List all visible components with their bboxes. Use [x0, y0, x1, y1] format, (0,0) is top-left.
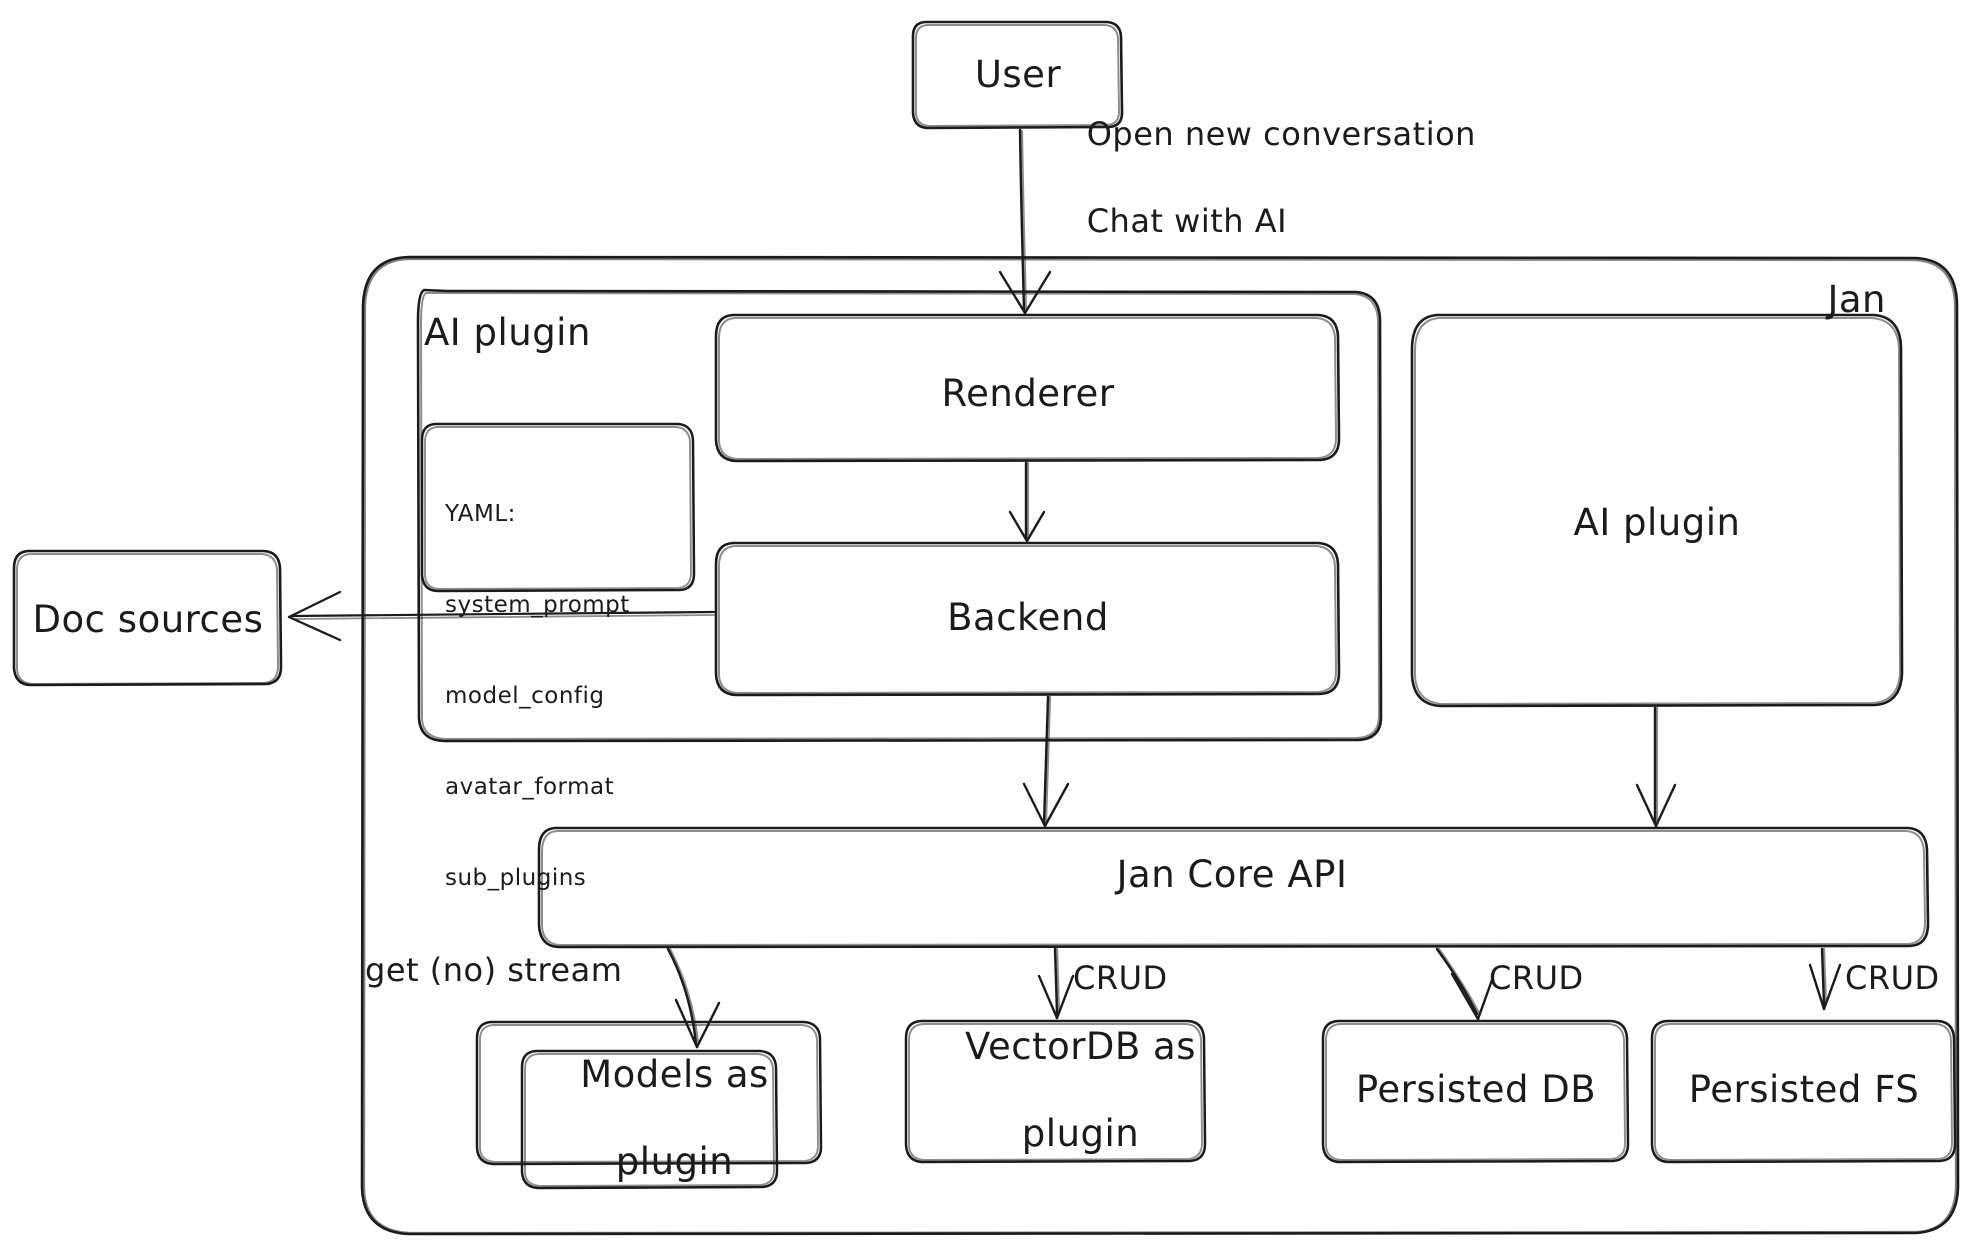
container-label-jan: Jan	[1827, 277, 1886, 321]
node-backend-shape[interactable]	[714, 541, 1341, 697]
node-models-as-plugin-shape[interactable]	[520, 1049, 779, 1190]
node-label-ai-plugin: AI plugin	[1573, 500, 1741, 544]
node-persisted-db-shape[interactable]	[1321, 1019, 1630, 1164]
node-label-vectordb-as-plugin: VectorDB as plugin	[916, 981, 1196, 1199]
node-yaml-card-shape[interactable]	[420, 422, 696, 593]
vectordb-label-line2: plugin	[1021, 1111, 1140, 1155]
node-vectordb-as-plugin-shape[interactable]	[904, 1019, 1207, 1164]
edge-core-to-persisted-fs[interactable]	[1808, 947, 1842, 1011]
node-label-renderer: Renderer	[941, 371, 1115, 415]
edge-core-to-vectordb[interactable]	[1037, 947, 1075, 1020]
node-label-backend: Backend	[947, 595, 1109, 639]
edge-core-to-models[interactable]	[666, 947, 721, 1049]
yaml-item-model-config: model_config	[445, 682, 605, 709]
node-label-persisted-fs: Persisted FS	[1688, 1067, 1920, 1111]
node-user-shape[interactable]	[911, 20, 1124, 130]
node-models-wrapper-shape[interactable]	[475, 1020, 823, 1166]
edge-label-line2: Chat with AI	[1086, 201, 1288, 240]
container-label-ai-plugin-group: AI plugin	[424, 310, 591, 354]
yaml-card-text: YAML: system_prompt model_config avatar_…	[445, 438, 630, 954]
models-label-line2: plugin	[615, 1139, 734, 1183]
node-label-persisted-db: Persisted DB	[1355, 1067, 1597, 1111]
edge-label-user-to-renderer: Open new conversation Chat with AI	[1044, 70, 1476, 286]
node-label-jan-core-api: Jan Core API	[1116, 852, 1348, 896]
edge-label-line1: Open new conversation	[1086, 115, 1476, 154]
models-label-line1: Models as	[580, 1052, 769, 1096]
edge-backend-to-doc-sources[interactable]	[287, 590, 716, 642]
vectordb-label-line1: VectorDB as	[965, 1024, 1197, 1068]
node-label-models-as-plugin: Models as plugin	[531, 1009, 769, 1227]
edge-label-core-to-models: get (no) stream	[365, 951, 623, 989]
node-label-doc-sources: Doc sources	[32, 597, 264, 641]
node-persisted-fs-shape[interactable]	[1650, 1019, 1957, 1164]
node-label-user: User	[974, 52, 1062, 96]
node-ai-plugin-shape[interactable]	[1410, 313, 1904, 708]
node-renderer-shape[interactable]	[714, 313, 1341, 463]
edge-label-core-to-persisted-fs: CRUD	[1845, 959, 1940, 997]
node-jan-core-api-shape[interactable]	[537, 826, 1930, 949]
container-ai-plugin-group-shape[interactable]	[416, 288, 1383, 743]
edge-user-to-renderer[interactable]	[998, 128, 1052, 315]
edge-label-core-to-vectordb: CRUD	[1073, 959, 1168, 997]
yaml-item-avatar-format: avatar_format	[445, 773, 615, 800]
yaml-heading: YAML:	[445, 500, 516, 527]
edge-ai-plugin-to-core[interactable]	[1635, 706, 1677, 828]
container-jan-shape[interactable]	[360, 255, 1960, 1236]
edge-label-core-to-persisted-db: CRUD	[1489, 959, 1584, 997]
edge-core-to-persisted-db[interactable]	[1435, 947, 1494, 1021]
yaml-item-sub-plugins: sub_plugins	[445, 865, 587, 892]
edge-renderer-to-backend[interactable]	[1008, 461, 1046, 543]
yaml-item-system-prompt: system_prompt	[445, 591, 630, 618]
edge-backend-to-core[interactable]	[1022, 695, 1070, 828]
node-doc-sources-shape[interactable]	[12, 549, 283, 687]
